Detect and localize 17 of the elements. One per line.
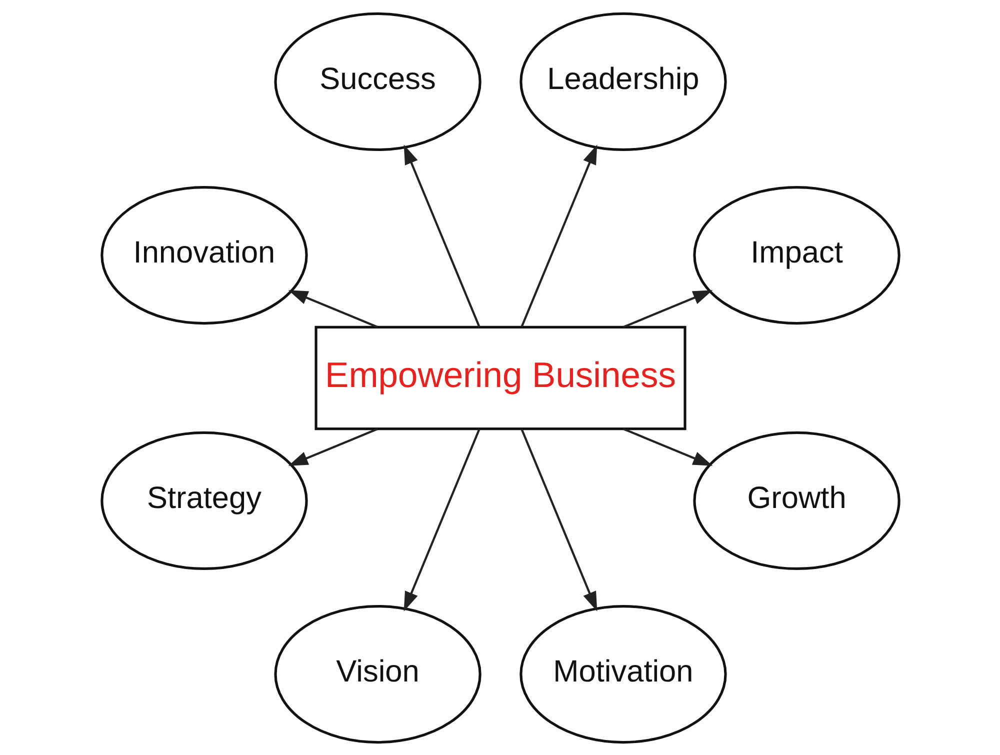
node-ellipse: Innovation: [100, 185, 308, 324]
node-ellipse: Impact: [692, 185, 900, 324]
arrow: [403, 428, 480, 611]
node-ellipse: Strategy: [100, 430, 308, 570]
arrow: [622, 290, 712, 328]
node-ellipse: Motivation: [519, 604, 726, 744]
node-ellipse: Growth: [692, 430, 900, 570]
arrow: [403, 144, 480, 327]
arrow: [622, 428, 712, 466]
arrow: [520, 428, 597, 611]
arrow: [520, 144, 597, 327]
node-ellipse: Vision: [274, 604, 481, 744]
node-box: Empowering Business: [314, 325, 686, 430]
node-ellipse: Success: [274, 12, 481, 151]
node-ellipse: Leadership: [519, 12, 726, 151]
arrow: [288, 428, 378, 466]
arrow: [288, 290, 378, 328]
